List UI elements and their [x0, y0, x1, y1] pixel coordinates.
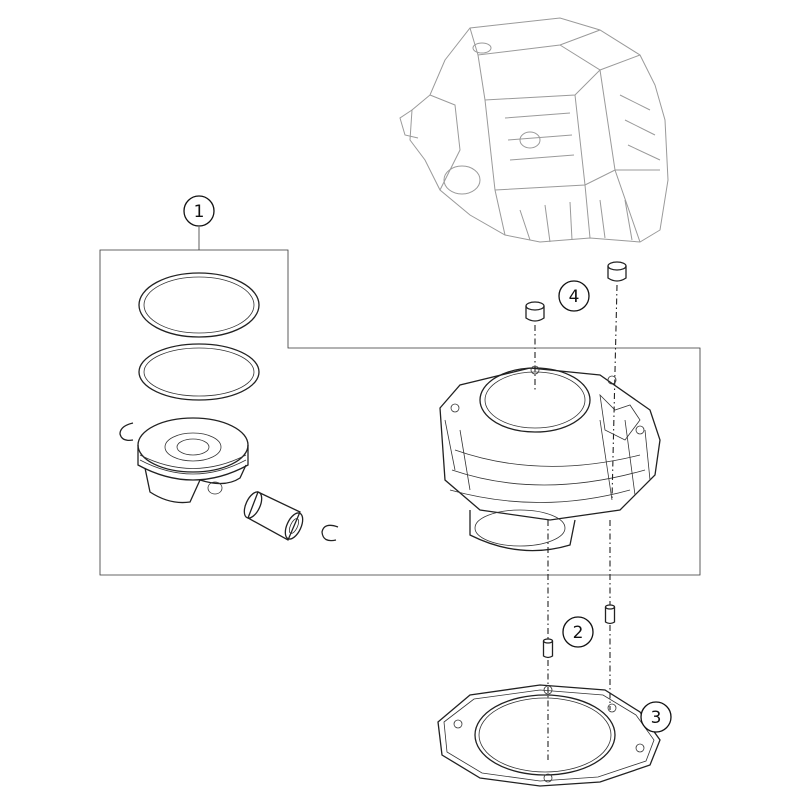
piston	[137, 417, 249, 504]
cylinder-head	[399, 17, 669, 243]
svg-text:1: 1	[194, 202, 205, 222]
svg-text:3: 3	[651, 708, 662, 728]
svg-text:4: 4	[569, 287, 580, 307]
cylinder	[439, 365, 661, 552]
centerline-right	[611, 284, 618, 501]
callout-4: 4	[558, 280, 590, 312]
dowel-sleeve-right	[607, 261, 627, 282]
piston-pin	[243, 491, 304, 541]
dowel-pin-left	[542, 638, 554, 659]
svg-text:2: 2	[573, 623, 584, 643]
callout-1: 1	[183, 195, 215, 227]
piston-ring-second	[138, 343, 260, 401]
callout-2: 2	[562, 616, 594, 648]
piston-kit-outline	[99, 249, 701, 576]
circlip-right	[321, 524, 339, 542]
piston-ring-top	[138, 272, 260, 338]
dowel-pin-right	[604, 604, 616, 625]
dowel-sleeve-left	[525, 301, 545, 322]
callout-3: 3	[640, 701, 672, 733]
cylinder-base-gasket	[437, 684, 661, 787]
circlip-left	[119, 422, 134, 442]
